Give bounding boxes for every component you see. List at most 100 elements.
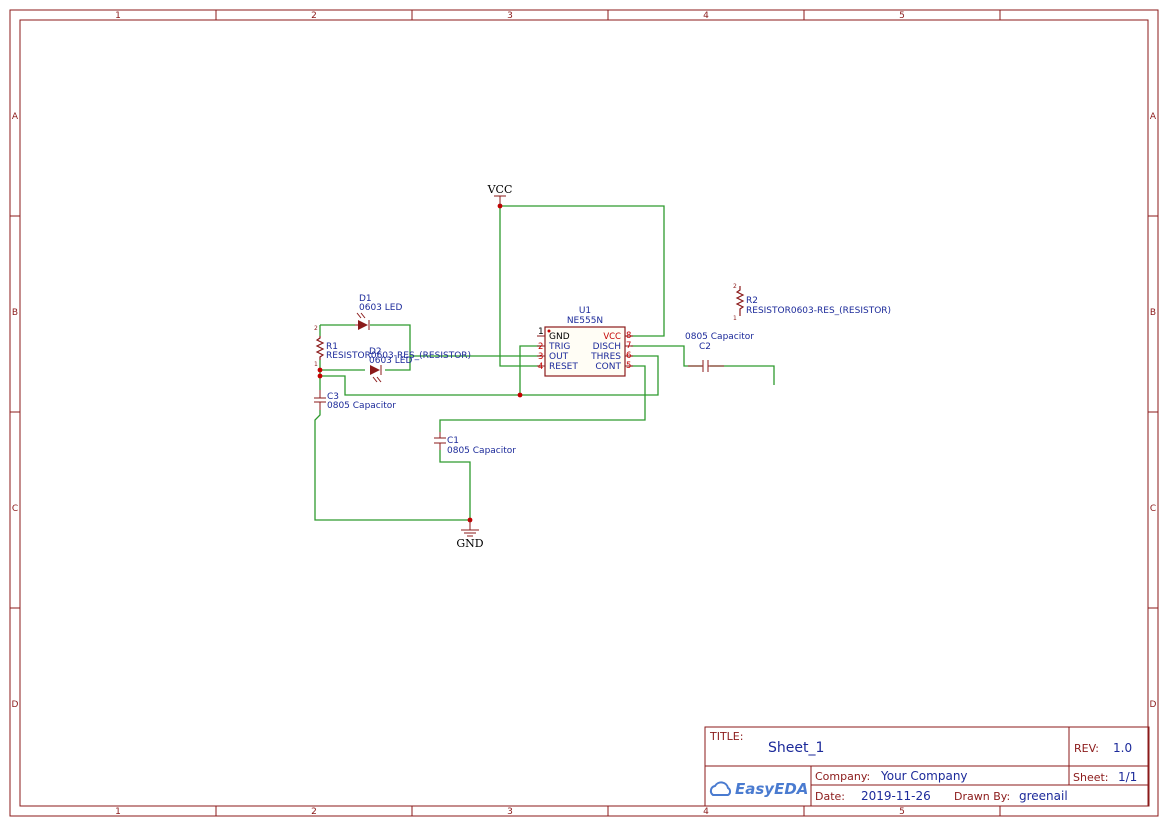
zone-col-5-bottom: 5	[899, 807, 905, 817]
r2-pin-top: 2	[733, 283, 737, 290]
r2-ref: R2	[746, 296, 758, 306]
d2-value: 0603 LED	[369, 356, 412, 366]
company-label: Company:	[815, 770, 870, 783]
title-label: TITLE:	[709, 730, 743, 743]
wire-d1-right[interactable]	[370, 324, 411, 371]
u1-pin2-num: 2	[538, 342, 543, 352]
zone-col-1-top: 1	[115, 11, 121, 21]
rev-label: REV:	[1074, 742, 1099, 755]
u1-pin2-name: TRIG	[548, 342, 570, 352]
r1-pin-bottom: 1	[314, 361, 318, 368]
zone-row-d-right: D	[1150, 700, 1157, 710]
zone-col-1-bottom: 1	[115, 807, 121, 817]
r2-value: RESISTOR0603-RES_(RESISTOR)	[746, 306, 891, 316]
wire-c3-gnd[interactable]	[314, 410, 470, 521]
sheet-value: 1/1	[1118, 770, 1137, 784]
u1-pin7-name: DISCH	[593, 342, 621, 352]
c2-value: 0805 Capacitor	[685, 332, 754, 342]
d1-ref: D1	[359, 294, 372, 304]
easyeda-logo: EasyEDA	[709, 780, 808, 798]
junction-trig	[517, 392, 523, 398]
zone-col-4-top: 4	[703, 11, 709, 21]
zone-row-b-left: B	[12, 308, 18, 318]
zone-row-a-left: A	[12, 112, 19, 122]
d2-ref: D2	[369, 347, 382, 357]
sheet-title: Sheet_1	[768, 740, 824, 756]
wire-c2-right[interactable]	[710, 365, 775, 385]
u1-pin1-num: 1	[538, 327, 544, 337]
junction-c3	[317, 373, 323, 379]
resistor-r2[interactable]: 2 1 R2 RESISTOR0603-RES_(RESISTOR)	[733, 283, 891, 322]
capacitor-c1[interactable]: C1 0805 Capacitor	[434, 432, 516, 456]
wire-c1-gnd[interactable]	[439, 450, 471, 520]
zone-col-2-bottom: 2	[311, 807, 317, 817]
zone-col-3-top: 3	[507, 11, 513, 21]
gnd-label: GND	[456, 537, 483, 550]
u1-pin6-name: THRES	[590, 352, 621, 362]
u1-pin4-num: 4	[538, 362, 543, 372]
u1-pin6-num: 6	[626, 351, 631, 361]
led-d1[interactable]: D1 0603 LED	[355, 294, 402, 330]
capacitor-c3[interactable]: C3 0805 Capacitor	[314, 390, 396, 411]
rev-value: 1.0	[1113, 741, 1132, 755]
drawn-by-value: greenail	[1019, 789, 1068, 803]
cloud-icon	[709, 781, 732, 796]
c1-value: 0805 Capacitor	[447, 446, 516, 456]
c3-ref: C3	[327, 392, 339, 402]
wire-trig[interactable]	[320, 345, 541, 396]
gnd-symbol[interactable]: GND	[456, 520, 484, 550]
zone-col-4-bottom: 4	[703, 807, 709, 817]
c2-ref: C2	[699, 342, 711, 352]
u1-pin8-num: 8	[626, 331, 631, 341]
zone-row-d-left: D	[12, 700, 19, 710]
resistor-r1[interactable]: 2 1 R1 RESISTOR0603-RES_(RESISTOR)	[314, 325, 471, 368]
r1-value: RESISTOR0603-RES_(RESISTOR)	[326, 351, 471, 361]
c3-value: 0805 Capacitor	[327, 401, 396, 411]
wire-vcc-pin8[interactable]	[500, 205, 665, 337]
date-label: Date:	[815, 790, 845, 803]
sheet-label: Sheet:	[1073, 771, 1109, 784]
zone-labels: 1 2 3 4 5 1 2 3 4 5 A B C D A B C D	[12, 11, 1157, 817]
wire-thres[interactable]	[520, 355, 659, 396]
u1-value: NE555N	[567, 316, 603, 326]
d1-value: 0603 LED	[359, 303, 402, 313]
u1-ref: U1	[579, 306, 591, 316]
vcc-symbol[interactable]: VCC	[487, 183, 513, 206]
wire-cont-c1[interactable]	[439, 365, 646, 432]
u1-pin3-num: 3	[538, 352, 543, 362]
r1-ref: R1	[326, 342, 338, 352]
wire-d2-left[interactable]	[319, 360, 365, 371]
zone-row-a-right: A	[1150, 112, 1157, 122]
date-value: 2019-11-26	[861, 789, 931, 803]
title-block: TITLE: Sheet_1 REV: 1.0 Company: Your Co…	[704, 726, 1150, 807]
sheet-frame	[9, 9, 1159, 817]
zone-col-5-top: 5	[899, 11, 905, 21]
drawn-by-label: Drawn By:	[954, 790, 1010, 803]
junction-led	[317, 367, 323, 373]
easyeda-logo-text: EasyEDA	[735, 780, 808, 798]
zone-col-3-bottom: 3	[507, 807, 513, 817]
company-value: Your Company	[880, 769, 968, 783]
ic-u1[interactable]: U1 NE555N 1 2 3 4 GND TRIG OUT RESET 8 7…	[537, 306, 633, 377]
u1-pin8-name: VCC	[603, 332, 621, 342]
u1-pin1-name: GND	[549, 332, 570, 342]
u1-pin5-num: 5	[626, 361, 631, 371]
wires[interactable]	[314, 205, 775, 521]
capacitor-c2[interactable]: 0805 Capacitor C2	[685, 332, 754, 372]
wire-vcc-reset[interactable]	[499, 206, 541, 367]
u1-pin4-name: RESET	[549, 362, 578, 372]
u1-pin3-name: OUT	[549, 352, 569, 362]
zone-col-2-top: 2	[311, 11, 317, 21]
r1-pin-top: 2	[314, 325, 318, 332]
zone-row-c-right: C	[1150, 504, 1156, 514]
u1-pin5-name: CONT	[595, 362, 621, 372]
junctions	[317, 203, 523, 523]
zone-row-c-left: C	[12, 504, 18, 514]
zone-row-b-right: B	[1150, 308, 1156, 318]
u1-pin7-num: 7	[626, 341, 631, 351]
vcc-label: VCC	[487, 183, 513, 196]
c1-ref: C1	[447, 436, 459, 446]
r2-pin-bottom: 1	[733, 315, 737, 322]
led-d2[interactable]: D2 0603 LED	[369, 347, 412, 383]
